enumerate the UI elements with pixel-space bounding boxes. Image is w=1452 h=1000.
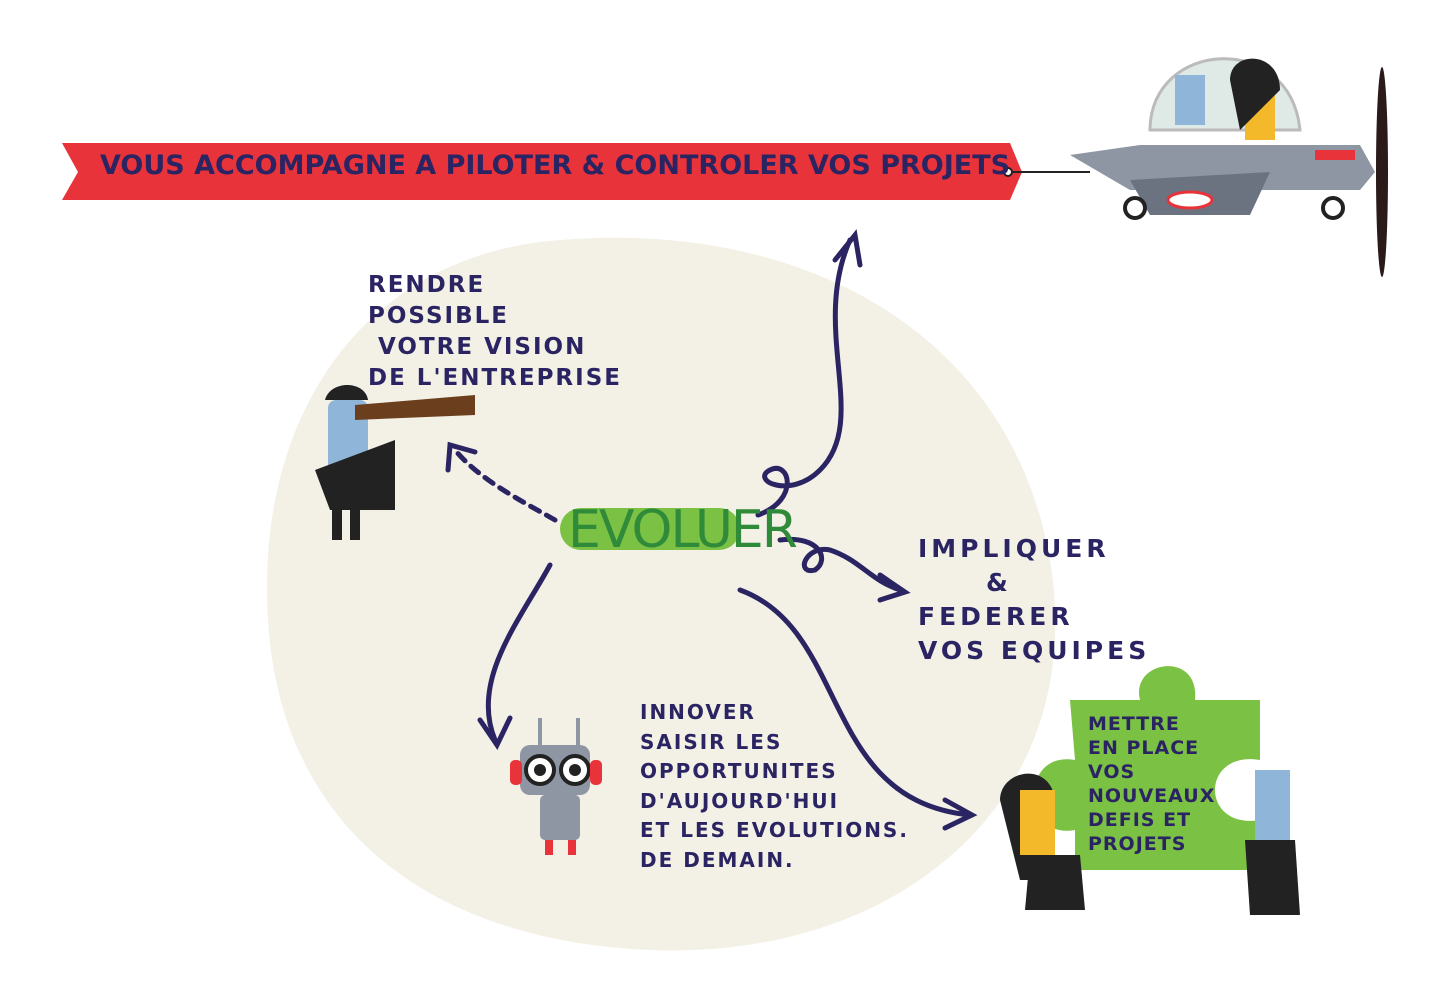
puzzle-text: METTRE EN PLACE VOS NOUVEAUX DEFIS ET PR… xyxy=(1088,712,1215,856)
text-line: POSSIBLE xyxy=(368,303,509,329)
text-line: SAISIR LES xyxy=(640,729,783,754)
text-line: METTRE xyxy=(1088,713,1180,735)
text-line: EN PLACE xyxy=(1088,737,1200,759)
vision-text: RENDRE POSSIBLE VOTRE VISION DE L'ENTREP… xyxy=(368,270,622,394)
text-line: INNOVER xyxy=(640,700,756,724)
text-line: D'AUJOURD'HUI xyxy=(640,788,840,813)
text-line: VOTRE VISION xyxy=(378,334,587,360)
text-line: DEFIS ET xyxy=(1088,809,1192,831)
text-line: DE DEMAIN. xyxy=(640,847,795,872)
text-line: RENDRE xyxy=(368,272,486,298)
beige-circle xyxy=(266,237,1056,951)
text-line: DE L'ENTREPRISE xyxy=(368,365,622,391)
banner-text: VOUS ACCOMPAGNE A PILOTER & CONTROLER VO… xyxy=(100,150,1011,181)
telescope-man-icon xyxy=(315,385,475,540)
text-line: OPPORTUNITES xyxy=(640,759,838,783)
text-line: & xyxy=(986,568,1012,597)
puzzle-piece-icon xyxy=(1000,666,1300,915)
text-line: VOS xyxy=(1088,761,1136,783)
text-line: FEDERER xyxy=(918,602,1074,631)
text-line: PROJETS xyxy=(1088,833,1187,855)
airplane-icon xyxy=(1070,57,1388,277)
innovate-text: INNOVER SAISIR LES OPPORTUNITES D'AUJOUR… xyxy=(640,698,909,875)
text-line: NOUVEAUX xyxy=(1088,785,1216,807)
robot-icon xyxy=(510,718,602,855)
text-line: ET LES EVOLUTIONS. xyxy=(640,818,909,842)
text-line: VOS EQUIPES xyxy=(918,636,1151,665)
evoluer-pill xyxy=(560,508,740,550)
teams-text: IMPLIQUER & FEDERER VOS EQUIPES xyxy=(918,532,1150,668)
evoluer-label: EVOLUER xyxy=(568,500,798,560)
red-banner xyxy=(62,143,1022,200)
text-line: IMPLIQUER xyxy=(918,534,1110,563)
